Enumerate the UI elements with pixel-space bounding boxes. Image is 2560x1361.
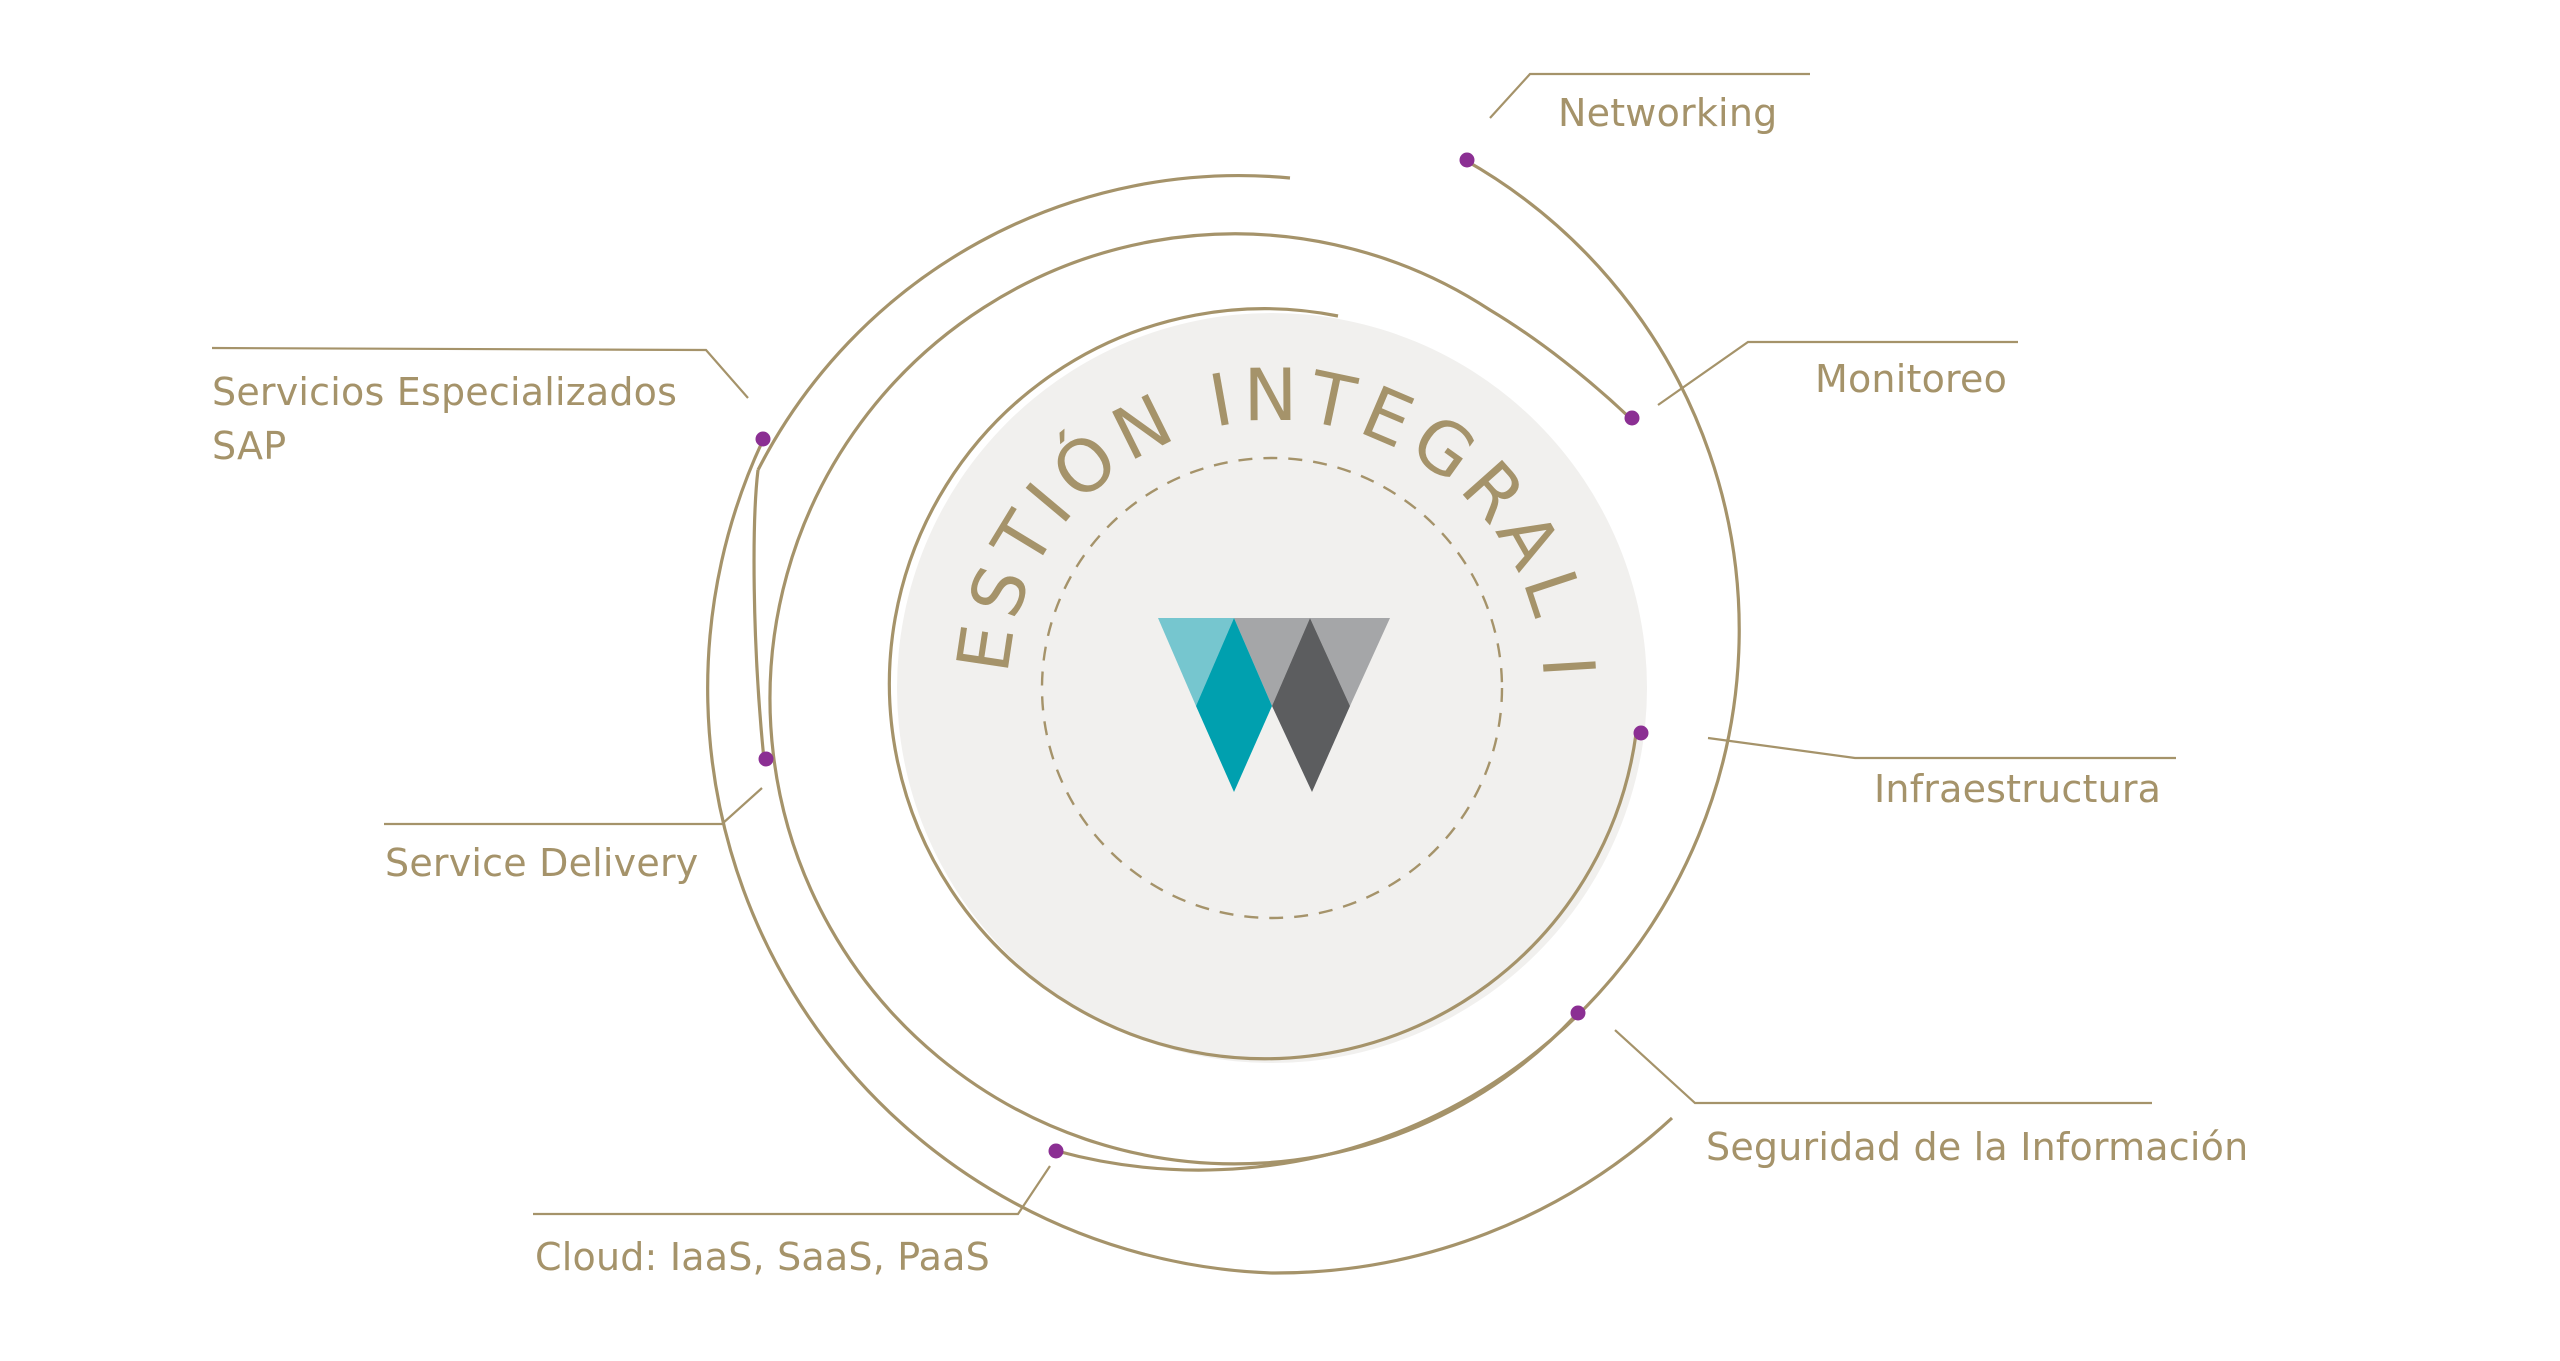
ring-arc-service-delivery (752, 469, 766, 761)
label-infraestructura: Infraestructura (1874, 767, 2162, 811)
label-cloud: Cloud: IaaS, SaaS, PaaS (535, 1235, 990, 1279)
leader-infraestructura (1707, 736, 2176, 760)
label-seguridad: Seguridad de la Información (1706, 1125, 2249, 1169)
label-networking: Networking (1558, 91, 1778, 135)
label-monitoreo: Monitoreo (1815, 357, 2008, 401)
w-logo-icon (1158, 618, 1390, 792)
ring-arc-infraestructura (887, 307, 1638, 1061)
dot-icon (755, 431, 771, 447)
dot-icon (1459, 152, 1475, 168)
leader-networking (1489, 72, 1810, 119)
leader-service-delivery (384, 787, 763, 826)
leader-cloud (533, 1165, 1051, 1216)
leader-monitoreo (1657, 340, 2018, 406)
dot-icon (758, 751, 774, 767)
dot-icon (1633, 725, 1649, 741)
label-service-delivery: Service Delivery (385, 841, 699, 885)
ring-arc-servicios (706, 439, 1674, 1275)
ring-arc-upper-left (756, 174, 1291, 471)
label-servicios-line1: Servicios Especializados (212, 370, 678, 414)
label-servicios-line2: SAP (212, 424, 287, 468)
dot-icon (1570, 1005, 1586, 1021)
leader-servicios (211, 346, 749, 399)
dot-icon (1624, 410, 1640, 426)
dot-icon (1048, 1143, 1064, 1159)
ring-arc-networking-cloud (1056, 158, 1741, 1172)
leader-seguridad (1614, 1029, 2152, 1105)
ring-arc-monitoreo-seguridad (768, 232, 1632, 1166)
dashed-inner-circle (1040, 456, 1504, 920)
